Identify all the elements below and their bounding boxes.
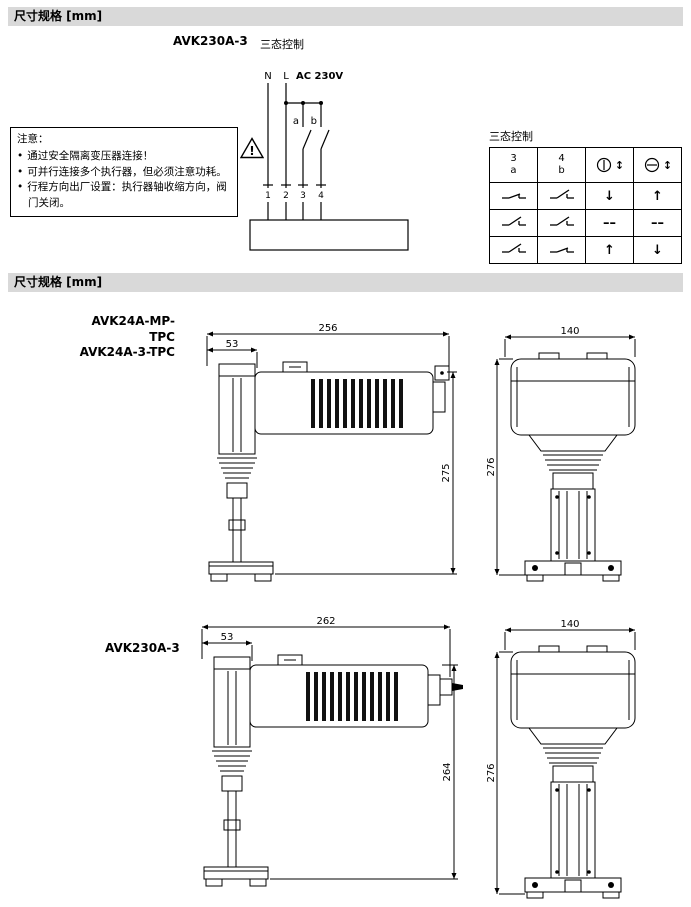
control-table-row: ↓ ↑ (489, 182, 682, 210)
direction-cell: ↓ (652, 242, 663, 258)
dim-height-label: 276 (487, 763, 497, 782)
control-table: 3 a 4 b ↕ ↕ ↓ (489, 147, 682, 264)
contact-b-icon (549, 188, 574, 199)
direction-cell: –– (603, 215, 616, 231)
wiring-control-type-label: 三态控制 (260, 38, 304, 51)
dimension-lines (201, 624, 458, 880)
direction-cell: ↑ (652, 188, 663, 204)
note-item: 行程方向出厂设置：执行器轴收缩方向，阀门关闭。 (17, 180, 231, 212)
contact-a-icon (501, 215, 526, 226)
terminal-4b-header: 4 b (558, 152, 565, 177)
dimension-lines (206, 331, 457, 575)
valve-front-assembly (524, 747, 622, 899)
dim-model-label-group2: AVK230A-3 (105, 641, 180, 655)
actuator-front-outline (510, 352, 636, 452)
wiring-model-label: AVK230A-3 (173, 34, 248, 48)
note-item: 通过安全隔离变压器连接！ (17, 149, 231, 165)
dim-model-label-group1: AVK24A-MP-TPC AVK24A-3-TPC (79, 314, 175, 360)
contact-a-icon (501, 192, 526, 199)
contact-a-icon (501, 242, 526, 253)
terminal-3-label: 3 (300, 191, 306, 201)
note-box: 注意： 通过安全隔离变压器连接！ 可并行连接多个执行器，但必须注意功耗。 行程方… (10, 127, 238, 217)
drawing-avk230a-front-view: 140 276 (487, 619, 636, 899)
direction-cell: –– (651, 215, 664, 231)
dim-width-label: 140 (560, 619, 579, 630)
neutral-label: N (264, 71, 271, 82)
dimension-lines (494, 334, 636, 576)
valve-stem-assembly (203, 750, 269, 887)
valve-stem-assembly (208, 457, 274, 582)
dim-offset-label: 53 (226, 339, 239, 350)
terminal-2-label: 2 (283, 191, 289, 201)
drawing-avk230a-side-view: 262 53 264 (201, 616, 463, 887)
dimension-lines (494, 627, 636, 895)
drawing-avk24a-front-view: 140 276 (487, 326, 636, 582)
actuator-box (249, 219, 409, 251)
dim-width-label: 140 (560, 326, 579, 337)
note-item: 可并行连接多个执行器，但必须注意功耗。 (17, 165, 231, 181)
control-table-title: 三态控制 (489, 130, 533, 143)
section-header-dimensions: 尺寸规格 [mm] (8, 273, 683, 292)
voltage-label: AC 230V (296, 71, 343, 82)
warning-mark: ! (249, 144, 254, 158)
branch-a-label: a (293, 116, 299, 127)
drawing-avk24a-side-view: 256 53 275 (206, 323, 457, 582)
terminal-1-label: 1 (265, 191, 271, 201)
control-table-row: ↑ ↓ (489, 236, 682, 264)
control-table-header-row: 3 a 4 b ↕ ↕ (489, 147, 682, 183)
dim-height-label: 275 (441, 463, 452, 482)
section-header-wiring: 尺寸规格 [mm] (8, 7, 683, 26)
dim-offset-label: 53 (221, 632, 234, 643)
control-table-row: –– –– (489, 209, 682, 237)
housing-ribs (306, 672, 398, 721)
direction-cell: ↓ (604, 188, 615, 204)
note-list: 通过安全隔离变压器连接！ 可并行连接多个执行器，但必须注意功耗。 行程方向出厂设… (17, 149, 231, 212)
dim-length-label: 256 (318, 323, 337, 334)
actuator-front-outline (510, 645, 636, 745)
direction-switch-1-icon (644, 157, 659, 173)
dim-height-label: 264 (442, 762, 453, 781)
wiring-diagram: N L AC 230V a b 1 2 3 4 (249, 71, 409, 251)
valve-front-assembly (524, 454, 622, 582)
direction-cell: ↑ (604, 242, 615, 258)
control-table-wrap: 三态控制 3 a 4 b ↕ ↕ (489, 128, 682, 264)
direction-arrows-1: ↕ (662, 158, 673, 172)
branch-b-label: b (311, 116, 317, 127)
contact-b-icon (549, 246, 574, 253)
actuator-side-outline (213, 654, 463, 748)
live-label: L (283, 71, 289, 82)
dim-length-label: 262 (316, 616, 335, 627)
direction-arrows-0: ↕ (614, 158, 625, 172)
housing-ribs (311, 379, 403, 428)
terminal-4-label: 4 (318, 191, 324, 201)
actuator-side-outline (218, 361, 450, 455)
warning-icon: ! (240, 137, 264, 159)
terminal-3a-header: 3 a (510, 152, 517, 177)
dim-height-label: 276 (487, 457, 497, 476)
contact-b-icon (549, 215, 574, 226)
note-title: 注意： (17, 133, 49, 145)
direction-switch-0-icon (596, 157, 611, 173)
